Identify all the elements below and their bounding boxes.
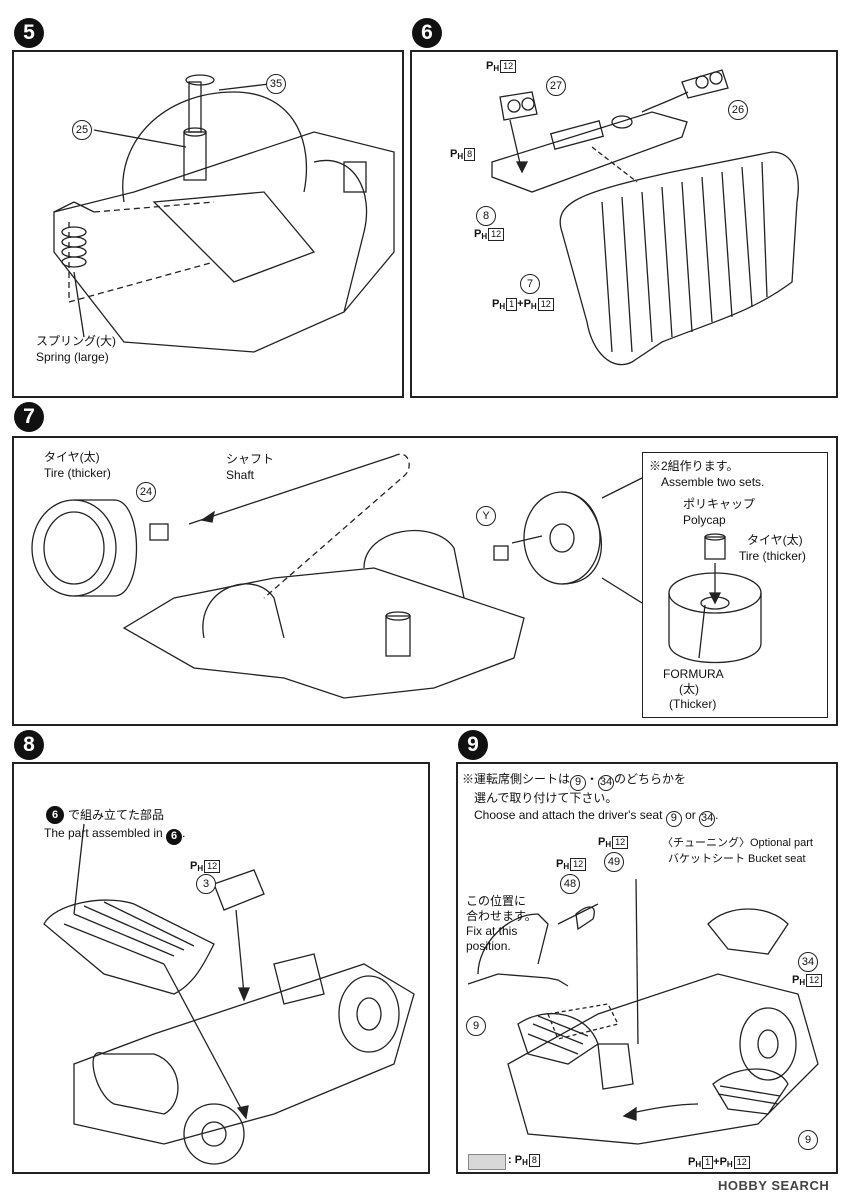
step-5-illustration bbox=[53, 74, 395, 353]
tire-label-jp: タイヤ(太) bbox=[44, 450, 100, 464]
bucket-seat-label: バケットシート Bucket seat bbox=[668, 853, 806, 865]
step-number-9: 9 bbox=[458, 730, 488, 760]
part-number-25: 25 bbox=[72, 120, 92, 140]
step-9-note-jp-2: 選んで取り付けて下さい。 bbox=[474, 791, 618, 805]
part-number-9-right: 9 bbox=[798, 1130, 818, 1150]
inset-note-en: Assemble two sets. bbox=[661, 475, 765, 489]
optional-part-label: 〈チューニング〉Optional part bbox=[662, 837, 813, 849]
ref-part-9-en: 9 bbox=[665, 810, 682, 827]
part-number-7: 7 bbox=[520, 274, 540, 294]
ref-part-34-en: 34 bbox=[699, 810, 716, 827]
part-number-49: 49 bbox=[604, 852, 624, 872]
inset-tire-illustration bbox=[668, 533, 762, 664]
step-7-illustration bbox=[31, 453, 643, 699]
step-5-panel: 35 25 スプリング(大) Spring (large) bbox=[12, 50, 404, 398]
part-number-8: 8 bbox=[476, 206, 496, 226]
step-number-7: 7 bbox=[14, 402, 44, 432]
part-number-3: 3 bbox=[196, 874, 216, 894]
part-letter-y: Y bbox=[476, 506, 496, 526]
step-8-note-jp: で組み立てた部品 bbox=[68, 808, 165, 822]
shaft-label-jp: シャフト bbox=[226, 452, 275, 466]
part-number-9-left: 9 bbox=[466, 1016, 486, 1036]
position-note-en-1: Fix at this bbox=[466, 924, 518, 938]
position-note-jp-1: この位置に bbox=[466, 894, 527, 908]
inset-note-jp: ※2組作ります。 bbox=[649, 459, 739, 473]
inset-tire-label-jp: タイヤ(太) bbox=[747, 533, 803, 547]
polycap-label-en: Polycap bbox=[683, 513, 726, 527]
step-9-illustration bbox=[467, 878, 819, 1145]
ref-part-9-jp: 9 bbox=[570, 774, 587, 791]
position-note-en-2: position. bbox=[466, 939, 511, 953]
inset-tire-label-en: Tire (thicker) bbox=[739, 549, 806, 563]
part-number-27: 27 bbox=[546, 76, 566, 96]
part-number-35: 35 bbox=[266, 74, 286, 94]
step-ref-6-en: 6 bbox=[166, 828, 183, 845]
polycap-label-jp: ポリキャップ bbox=[683, 497, 756, 511]
position-note-jp-2: 合わせます。 bbox=[466, 909, 537, 923]
legend-swatch bbox=[468, 1154, 506, 1170]
formura-label: FORMURA bbox=[663, 667, 724, 681]
formura-label-jp: (太) bbox=[679, 682, 699, 696]
shaft-label-en: Shaft bbox=[226, 468, 255, 482]
ref-part-34-jp: 34 bbox=[598, 774, 615, 791]
tire-label-en: Tire (thicker) bbox=[44, 466, 111, 480]
part-number-24: 24 bbox=[136, 482, 156, 502]
spring-label-en: Spring (large) bbox=[36, 350, 109, 364]
step-9-note-en: Choose and attach the driver's seat 9 or… bbox=[474, 808, 718, 827]
step-7-panel: タイヤ(太) Tire (thicker) シャフト Shaft 24 Y ※2… bbox=[12, 436, 838, 726]
part-number-34: 34 bbox=[798, 952, 818, 972]
watermark: HOBBY SEARCH bbox=[718, 1178, 830, 1193]
step-ref-6: 6 bbox=[46, 806, 64, 824]
step-7-inset: ※2組作ります。 Assemble two sets. ポリキャップ Polyc… bbox=[642, 452, 828, 718]
step-6-illustration bbox=[491, 69, 799, 366]
step-number-5: 5 bbox=[14, 18, 44, 48]
formura-label-en: (Thicker) bbox=[669, 697, 717, 711]
step-8-note-en: The part assembled in 6. bbox=[44, 826, 185, 845]
step-number-6: 6 bbox=[412, 18, 442, 48]
step-8-illustration bbox=[43, 823, 415, 1165]
part-number-48: 48 bbox=[560, 874, 580, 894]
spring-label-jp: スプリング(大) bbox=[36, 334, 116, 348]
step-number-8: 8 bbox=[14, 730, 44, 760]
part-number-26: 26 bbox=[728, 100, 748, 120]
